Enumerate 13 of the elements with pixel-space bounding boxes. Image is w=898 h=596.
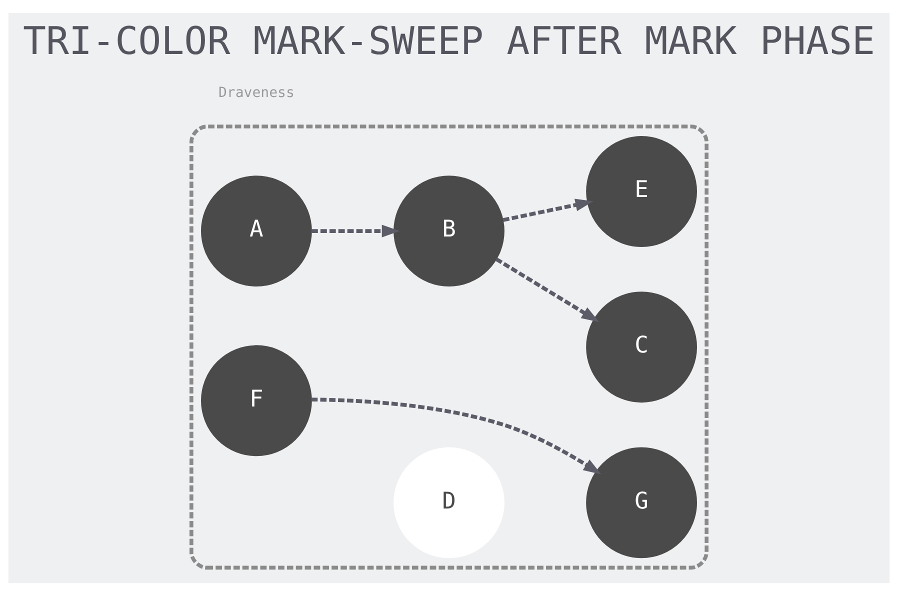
cluster: [190, 124, 708, 570]
arrow: [311, 398, 602, 474]
node-circle: E: [586, 136, 698, 247]
node-circle: A: [200, 176, 312, 287]
arrow: [495, 258, 600, 322]
arrow: [502, 198, 594, 222]
label: Draveness: [218, 84, 294, 101]
node-circle: G: [586, 447, 698, 558]
node-circle: B: [394, 176, 504, 287]
diagram-title: TRI-COLOR MARK-SWEEP AFTER MARK PHASE: [22, 18, 876, 64]
arrow: [312, 224, 400, 238]
node-circle: F: [200, 345, 312, 456]
node-circle: C: [586, 292, 698, 403]
